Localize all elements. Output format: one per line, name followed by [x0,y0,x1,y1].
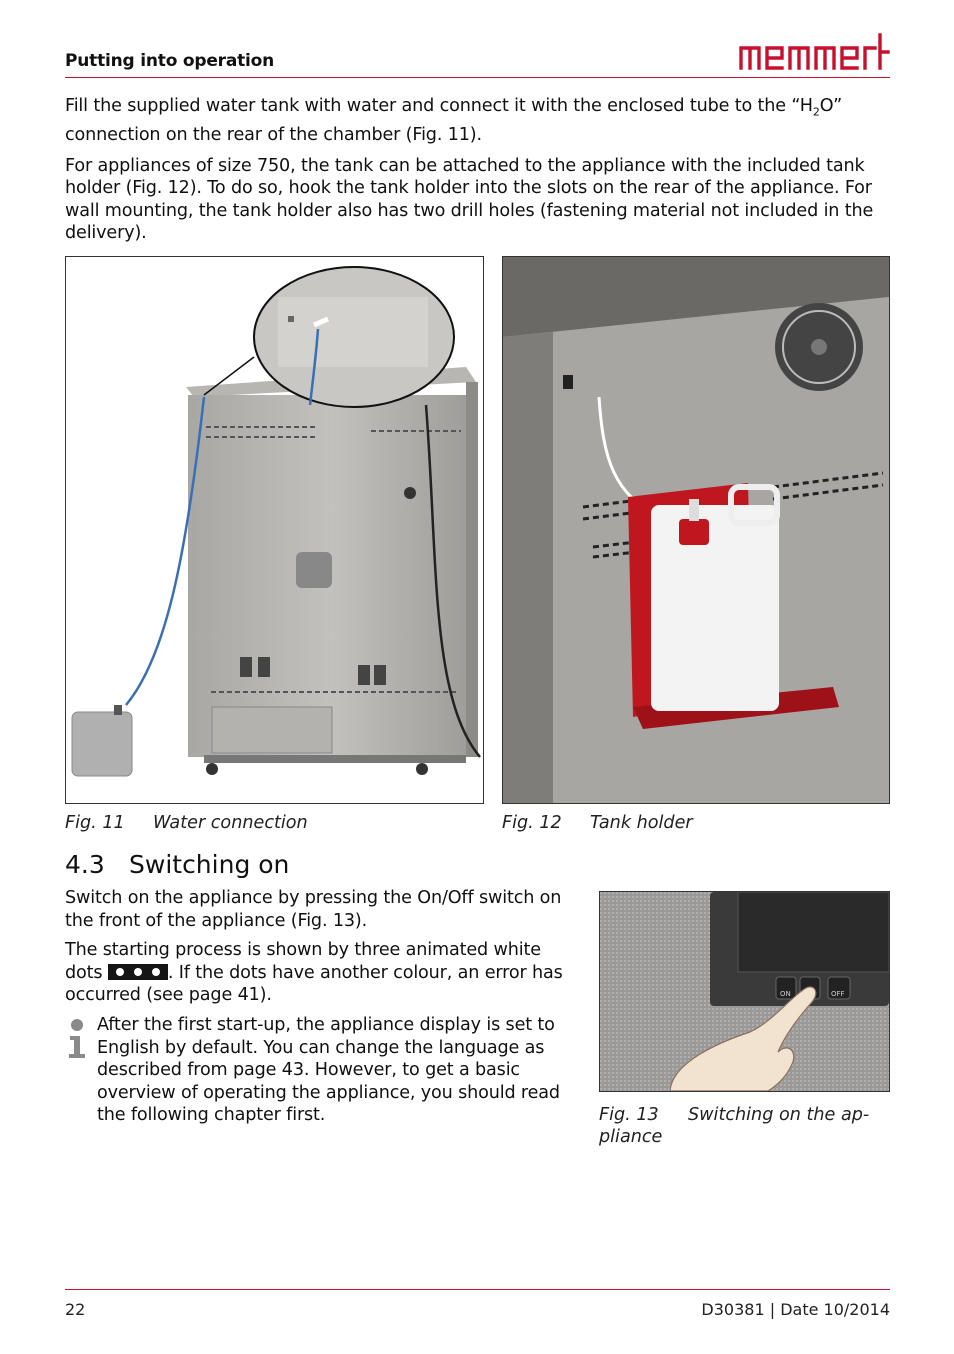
section-body: Switch on the appliance by pressing the … [65,887,570,1014]
section-number: 4.3 [65,850,105,879]
figure-13-switching-on: ON OFF [599,891,890,1092]
off-button-label: OFF [831,990,845,998]
figure-11-water-connection [65,256,484,804]
starting-process-paragraph: The starting process is shown by three a… [65,940,563,1005]
three-dots-icon [107,963,168,980]
info-note: After the first start-up, the appliance … [97,1015,560,1125]
footer-rule [65,1289,890,1290]
intro-paragraph-2: For appliances of size 750, the tank can… [65,155,874,244]
info-icon [69,1019,85,1058]
switch-on-paragraph: Switch on the appliance by pressing the … [65,888,562,931]
intro-paragraph-1: Fill the supplied water tank with water … [65,96,843,146]
document-reference: D30381 | Date 10/2014 [701,1300,890,1319]
on-button-label: ON [780,990,791,998]
section-title-switching-on: Switching on [129,850,290,879]
figure-12-tank-holder [502,256,890,804]
intro-text: Fill the supplied water tank with water … [65,95,891,253]
memmert-logo [739,33,890,70]
header-rule [65,77,890,78]
section-title: Putting into operation [65,51,275,71]
page-number: 22 [65,1300,86,1319]
section-heading: 4.3 Switching on [65,850,289,879]
